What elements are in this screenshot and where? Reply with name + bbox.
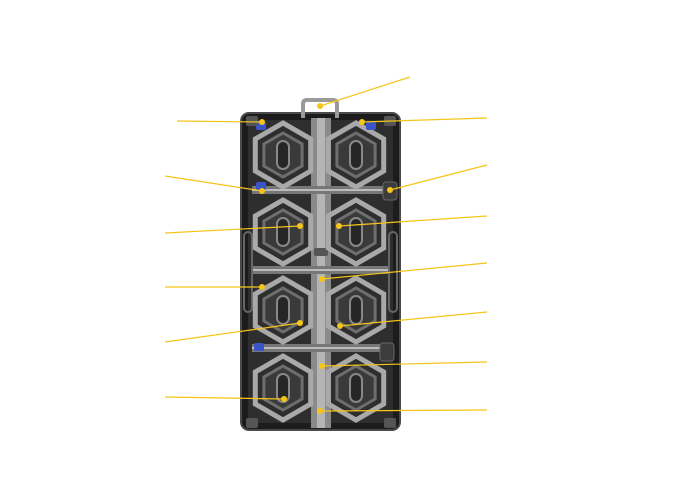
cross-bar-highlight [252, 269, 390, 271]
hex-slot [349, 295, 363, 325]
callout-leader-line [319, 409, 488, 412]
side-handle-left [243, 231, 253, 313]
lock-icon [254, 343, 264, 351]
hexagon-icon [325, 120, 387, 190]
callout-leader-line [164, 225, 301, 234]
hexagon-icon [252, 353, 314, 423]
hex-slot [276, 295, 290, 325]
lock-icon [366, 122, 376, 130]
lock-icon [256, 182, 266, 190]
callout-dot-icon [387, 187, 393, 193]
corner-block [384, 418, 396, 428]
callout-leader-line [321, 361, 488, 367]
callout-leader-line [321, 262, 488, 280]
hex-slot [276, 373, 290, 403]
callout-dot-icon [317, 408, 323, 414]
cross-bar-highlight [252, 347, 390, 349]
callout-dot-icon [297, 223, 303, 229]
hexagon-icon [252, 120, 314, 190]
callout-leader-line [164, 322, 301, 343]
callout-leader-line [339, 311, 488, 327]
cross-bar-highlight [252, 189, 390, 191]
callout-leader-line [164, 175, 263, 192]
hex-slot [276, 217, 290, 247]
callout-leader-line [338, 215, 488, 227]
callout-dot-icon [337, 323, 343, 329]
callout-dot-icon [319, 276, 325, 282]
hexagon-icon [325, 353, 387, 423]
hexagon-icon [325, 197, 387, 267]
handle-icon [301, 98, 339, 118]
callout-leader-line [319, 76, 411, 107]
hex-slot [349, 140, 363, 170]
led-cabinet [240, 98, 401, 431]
callout-dot-icon [297, 320, 303, 326]
callout-dot-icon [359, 119, 365, 125]
corner-block [246, 116, 258, 126]
hex-slot [276, 140, 290, 170]
hexagon-icon [325, 275, 387, 345]
side-latch-right-bottom [379, 342, 395, 362]
callout-dot-icon [336, 223, 342, 229]
callout-leader-line [164, 396, 285, 400]
callout-dot-icon [259, 119, 265, 125]
corner-block [246, 418, 258, 428]
callout-dot-icon [259, 284, 265, 290]
callout-layer [164, 76, 488, 414]
callout-dot-icon [259, 188, 265, 194]
callout-leader-line [389, 164, 488, 191]
hexagon-icon [252, 197, 314, 267]
callout-dot-icon [319, 363, 325, 369]
hexagon-icon [252, 275, 314, 345]
callout-leader-line [176, 120, 263, 123]
callout-leader-line [361, 117, 488, 123]
callout-dot-icon [317, 103, 323, 109]
hex-slot [349, 217, 363, 247]
callout-dot-icon [281, 396, 287, 402]
hex-slot [349, 373, 363, 403]
spine-connector [314, 248, 328, 256]
